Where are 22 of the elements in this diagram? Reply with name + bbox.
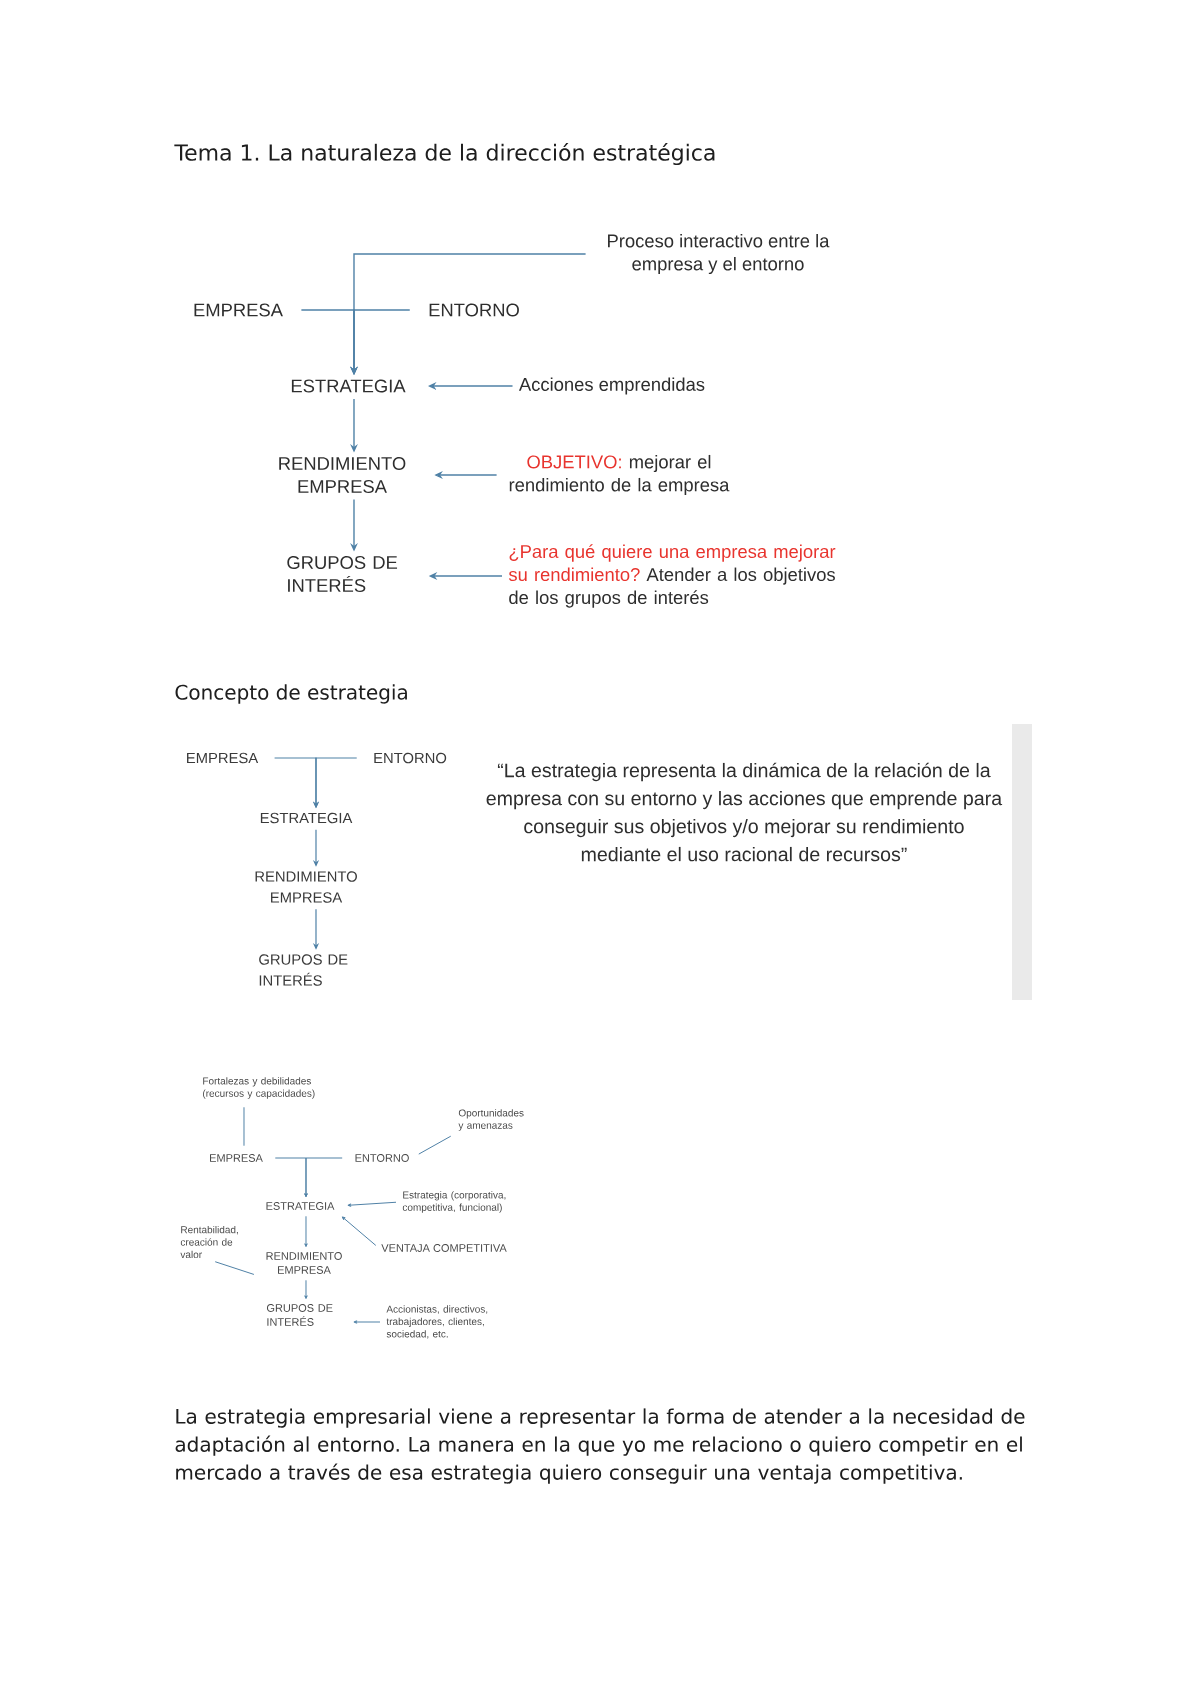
connector-line [214,1261,255,1275]
section-heading: Concepto de estrategia [175,684,407,704]
arrow [347,1201,397,1207]
annotation-text: Acciones emprendidas [518,377,705,395]
quote-text: “La estrategia representa la dinámica de la relación de la empresa con su entorno y las acciones que emprende para conseguir sus objetivos y/o mejorar su rendimiento mediante el uso racional de recursos” [486,762,1003,862]
concept-label: RENDIMIENTO EMPRESA [279,457,406,494]
concept-label: ESTRATEGIA [291,379,406,393]
concept-label: GRUPOS DE INTERÉS [287,556,398,593]
arrow [341,1216,377,1246]
annotation-text: ¿Para qué quiere una empresa mejorar su rendimiento? Atender a los objetivos de los grupos de interés [508,544,836,608]
connector-line [243,1106,245,1147]
connector-line [418,1135,452,1155]
arrow [304,1279,308,1300]
arrow [304,1157,343,1198]
arrow [304,1215,308,1248]
body-paragraph: La estrategia empresarial viene a representar la forma de atender a la necesidad de adaptación al entorno. La manera en la que yo me relaciono o quiero competir en el mercado a través de esa estrategia quiero conseguir una ventaja competitiva. [175,1408,1025,1484]
concept-label: EMPRESA [194,303,283,317]
concept-label: ENTORNO [429,303,519,317]
arrow [353,1320,381,1324]
page-title: Tema 1. La naturaleza de la dirección estratégica [174,142,715,166]
annotation-text: Proceso interactivo entre la empresa y el entorno [608,233,830,275]
annotation-text: OBJETIVO: mejorar el rendimiento de la empresa [509,454,730,496]
